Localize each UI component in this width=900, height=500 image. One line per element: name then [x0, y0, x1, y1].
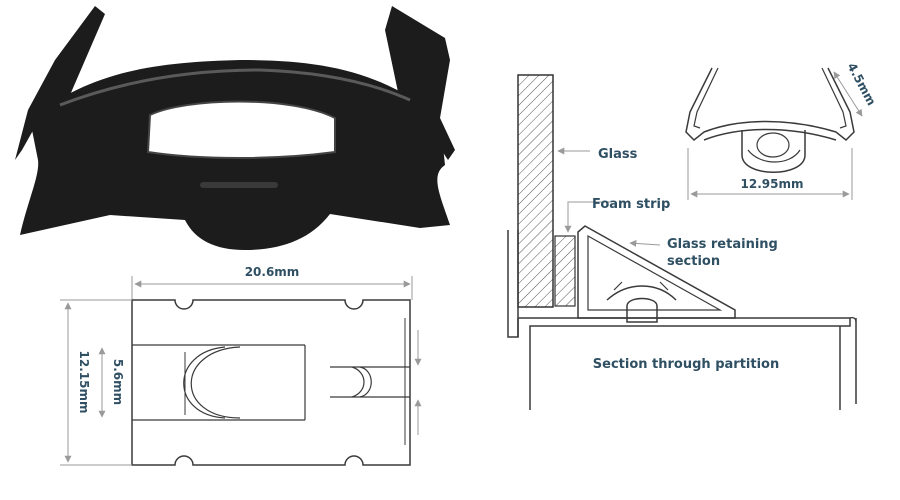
- clip-emboss: [200, 182, 278, 188]
- clip-hole: [146, 100, 336, 159]
- clip-profile: 12.95mm 4.5mm: [685, 60, 879, 200]
- plate-outline: [131, 299, 411, 466]
- label-foam-strip: Foam strip: [592, 197, 670, 212]
- partition-section: Glass Foam strip Glass retaining section…: [507, 74, 857, 410]
- plan-drawing: 20.6mm 12.15mm 5.6mm: [60, 265, 422, 466]
- retaining-section: [577, 225, 736, 319]
- clip-side-dim-label: 4.5mm: [844, 60, 878, 107]
- height-dim-label: 12.15mm: [77, 351, 91, 414]
- inner-dim-label: 5.6mm: [111, 359, 125, 405]
- label-retaining-2: section: [667, 254, 720, 269]
- section-clip: [606, 285, 677, 301]
- clip-photo: [15, 6, 455, 250]
- width-dim-label: 20.6mm: [245, 265, 300, 279]
- foam-strip: [554, 235, 576, 307]
- label-glass: Glass: [598, 147, 638, 162]
- glass-pane: [517, 74, 554, 308]
- profile-knob: [741, 130, 806, 173]
- clip-highlight: [59, 68, 411, 107]
- plan-d-shape: [190, 346, 241, 419]
- clip-width-dim-label: 12.95mm: [741, 177, 804, 191]
- label-retaining-1: Glass retaining: [667, 237, 778, 252]
- label-section-caption: Section through partition: [593, 357, 779, 372]
